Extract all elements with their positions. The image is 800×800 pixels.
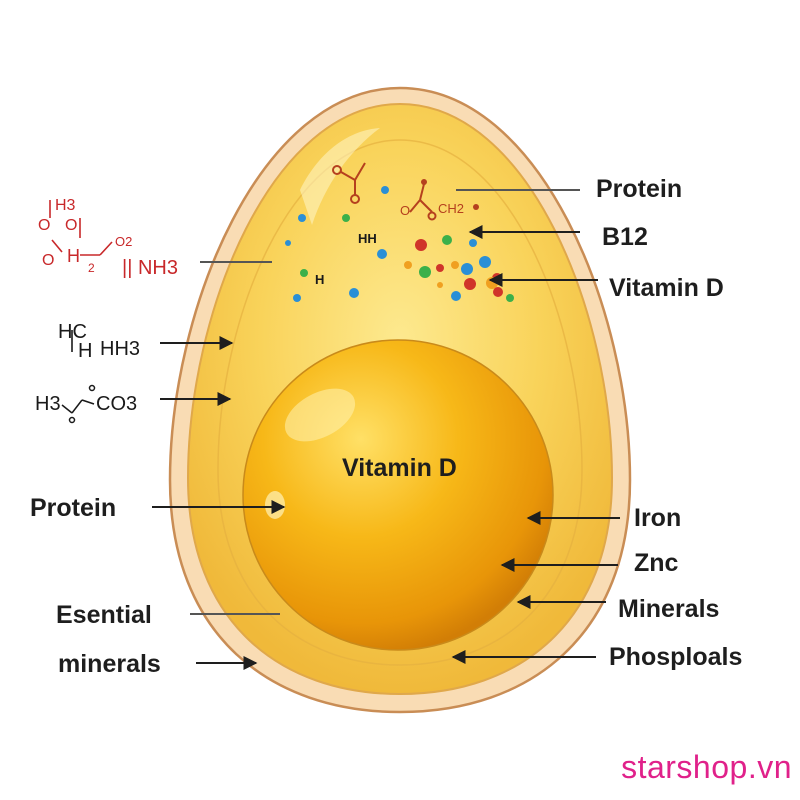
chem-bonds (61, 384, 96, 424)
yolk-shine (265, 491, 285, 519)
molecule-ch2-label: CH2 (438, 201, 464, 216)
label-essential: Esential (56, 601, 152, 629)
molecule-atom (473, 204, 479, 210)
chem-hh3: HH3 (100, 338, 140, 360)
red-o-1: O (38, 217, 50, 234)
egg-yolk (242, 339, 554, 651)
arrows (152, 225, 620, 670)
watermark-text: starshop.vn (621, 749, 792, 785)
label-znc: Znc (634, 549, 679, 577)
red-o-2: O (65, 217, 77, 234)
red-o-3: O (42, 252, 54, 269)
label-vitamin-d-center: Vitamin D (342, 454, 457, 482)
red-o2: O2 (115, 234, 132, 249)
egg-white-inner (217, 139, 583, 666)
yolk-highlight (284, 388, 356, 442)
red-chemical-structure: H3 O O O H 2 O2 || NH3 (38, 197, 178, 279)
egg-white-highlight (300, 128, 380, 225)
red-2: 2 (88, 261, 95, 275)
label-iron: Iron (634, 504, 681, 532)
chem-h: H (78, 340, 92, 362)
white-hh-label: HH (358, 231, 377, 246)
white-h-label: H (315, 272, 324, 287)
label-protein-top: Protein (596, 175, 682, 203)
molecule-o-label: O (400, 203, 410, 218)
molecule-top (332, 162, 437, 221)
chem-h3: H3 (35, 393, 61, 415)
label-b12: B12 (602, 223, 648, 251)
red-nh3: || NH3 (122, 257, 178, 279)
label-protein-left: Protein (30, 494, 116, 522)
leader-lines (190, 189, 580, 615)
label-minerals-left: minerals (58, 650, 161, 678)
label-minerals-right: Minerals (618, 595, 719, 623)
label-vitamin-d-right: Vitamin D (609, 274, 724, 302)
red-h3: H3 (55, 197, 76, 214)
molecule-atom (421, 179, 427, 185)
label-phosploals: Phosploals (609, 643, 742, 671)
red-h: H (67, 246, 80, 266)
chem-co3: CO3 (96, 393, 137, 415)
